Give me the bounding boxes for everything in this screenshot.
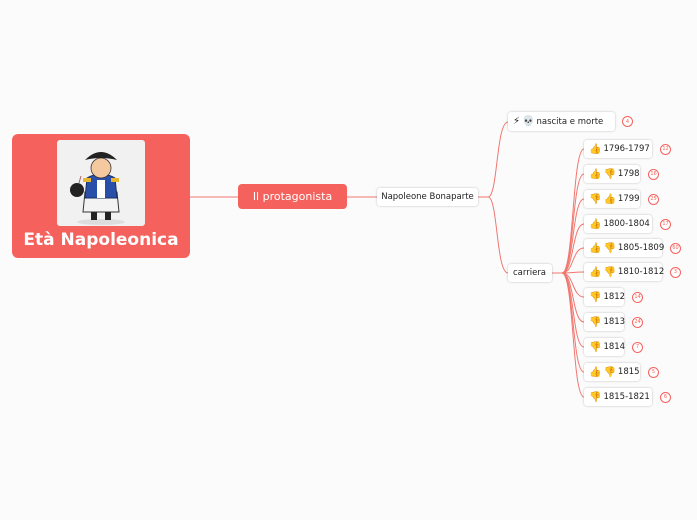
node-label: 1815-1821 [603, 392, 650, 402]
count-badge[interactable]: 25 [648, 193, 659, 205]
node-year[interactable]: 👍👎1815 [584, 363, 640, 381]
thumbs-up-icon: 👍 [589, 143, 602, 155]
thumbs-up-icon: 👍 [589, 168, 602, 180]
thumbs-down-icon: 👎 [603, 366, 616, 378]
root-node[interactable]: Età Napoleonica [12, 134, 190, 258]
thumbs-up-icon: 👍 [589, 366, 602, 378]
node-year[interactable]: 👍1796-1797 [584, 140, 652, 158]
node-label: 1813 [603, 317, 626, 327]
connector-line [478, 121, 509, 198]
node-il-protagonista[interactable]: Il protagonista [238, 184, 347, 209]
connector-line [552, 173, 585, 274]
node-year[interactable]: 👍👎1810-1812 [584, 263, 665, 281]
root-title: Età Napoleonica [23, 230, 179, 250]
thumbs-up-icon: 👍 [589, 242, 602, 254]
thumbs-down-icon: 👎 [589, 391, 602, 403]
count-badge[interactable]: 4 [622, 116, 633, 127]
connector-line [478, 196, 509, 274]
node-label: 1798 [617, 169, 640, 179]
connector-line [552, 272, 585, 398]
count-badge[interactable]: 24 [632, 316, 643, 328]
thumbs-down-icon: 👎 [589, 291, 602, 303]
count-badge[interactable]: 17 [660, 218, 671, 230]
thumbs-up-icon: 👍 [589, 218, 602, 230]
count-badge[interactable]: 7 [632, 341, 643, 353]
count-badge[interactable]: 6 [660, 391, 671, 403]
count-badge[interactable]: 5 [648, 366, 659, 378]
node-napoleone-bonaparte[interactable]: Napoleone Bonaparte [377, 188, 478, 206]
thumbs-down-icon: 👎 [589, 341, 602, 353]
lightning-icon: ⚡ [513, 116, 521, 127]
node-label: 1800-1804 [603, 219, 650, 229]
node-label: 1810-1812 [617, 267, 665, 277]
thumbs-up-icon: 👍 [589, 266, 602, 278]
node-year[interactable]: 👍👎1805-1809 [584, 239, 665, 257]
node-label: 1799 [617, 194, 640, 204]
node-year[interactable]: 👎1812 [584, 288, 626, 306]
node-label: 1805-1809 [617, 243, 665, 253]
thumbs-down-icon: 👎 [603, 242, 616, 254]
node-label: 1815 [617, 367, 640, 377]
count-badge[interactable]: 14 [632, 291, 643, 303]
node-label: nascita e morte [536, 116, 604, 127]
node-nascita-e-morte[interactable]: ⚡ 💀 nascita e morte [508, 112, 615, 131]
node-year[interactable]: 👎👍1799 [584, 190, 640, 208]
node-year[interactable]: 👎1815-1821 [584, 388, 652, 406]
connector-line [552, 148, 585, 274]
thumbs-down-icon: 👎 [603, 168, 616, 180]
count-badge[interactable]: 16 [648, 168, 659, 180]
thumbs-up-icon: 👍 [603, 193, 616, 205]
node-carriera[interactable]: carriera [508, 264, 552, 282]
node-year[interactable]: 👍1800-1804 [584, 215, 652, 233]
node-label: 1812 [603, 292, 626, 302]
node-label: 1814 [603, 342, 626, 352]
thumbs-down-icon: 👎 [589, 316, 602, 328]
napoleon-image [57, 140, 145, 226]
node-label: 1796-1797 [603, 144, 650, 154]
thumbs-down-icon: 👎 [589, 193, 602, 205]
node-year[interactable]: 👍👎1798 [584, 165, 640, 183]
node-year[interactable]: 👎1813 [584, 313, 626, 331]
count-badge[interactable]: 12 [660, 143, 671, 155]
count-badge[interactable]: 60 [670, 242, 681, 254]
thumbs-down-icon: 👎 [603, 266, 616, 278]
count-badge[interactable]: 3 [670, 266, 681, 278]
skull-icon: 💀 [522, 116, 535, 127]
node-year[interactable]: 👎1814 [584, 338, 626, 356]
